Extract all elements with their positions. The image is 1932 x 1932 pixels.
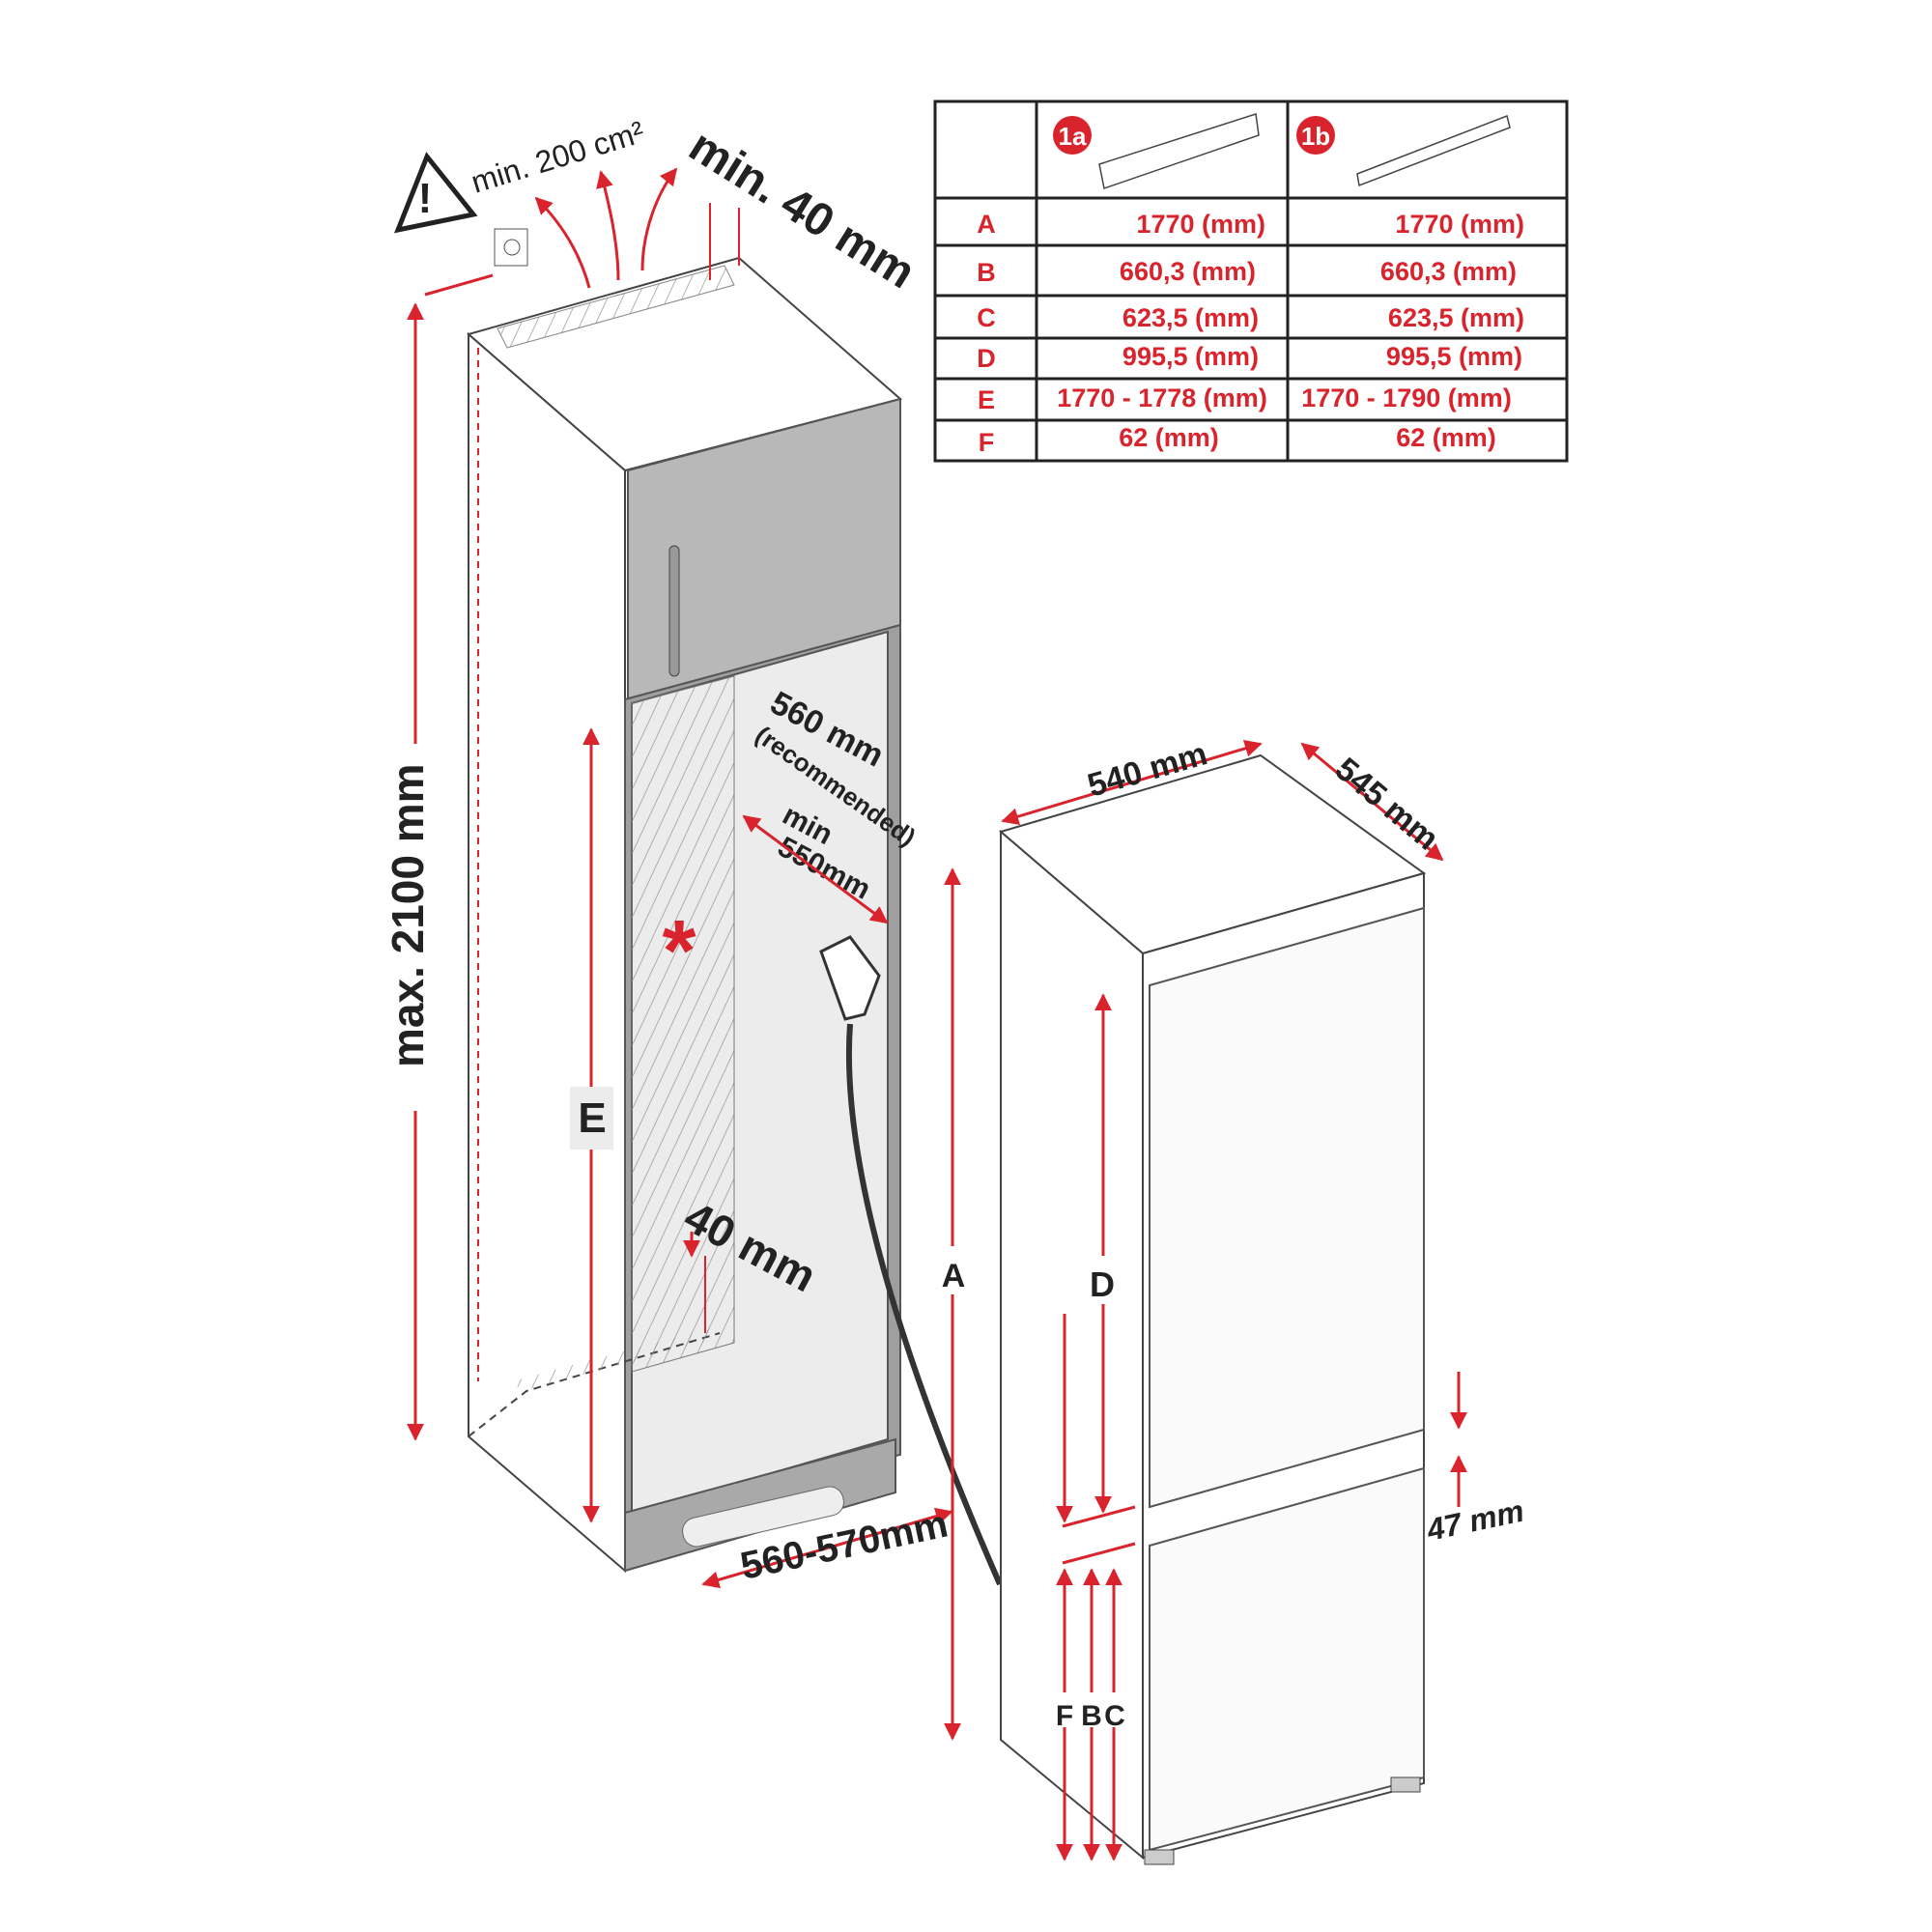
bottom-vent-slot (512, 1328, 720, 1391)
svg-text:C: C (977, 303, 996, 332)
svg-text:F: F (979, 428, 995, 457)
dimension-table: 1a 1b A 1770 (mm) 1770 (mm) B 660,3 (mm)… (933, 99, 1569, 463)
door-handle (668, 545, 680, 677)
top-vent-slot (497, 265, 735, 349)
svg-text:995,5 (mm): 995,5 (mm) (1386, 342, 1522, 371)
table-row: E 1770 - 1778 (mm) 1770 - 1790 (mm) (978, 384, 1512, 414)
niche-width-line (701, 1507, 953, 1589)
min-depth-line (742, 814, 889, 924)
table-row: D 995,5 (mm) 995,5 (mm) (977, 342, 1522, 373)
bracket-1b-icon (1356, 114, 1511, 187)
max-height-label: max. 2100 mm (383, 763, 433, 1067)
fridge-lower-door (1149, 1466, 1425, 1852)
niche-cabinet (466, 228, 1003, 1586)
fridge-foot (1144, 1849, 1175, 1865)
table-row: C 623,5 (mm) 623,5 (mm) (977, 303, 1524, 332)
airflow-arrow-2 (596, 170, 620, 281)
svg-text:995,5 (mm): 995,5 (mm) (1122, 342, 1259, 371)
c-label: C (1104, 1700, 1125, 1732)
fridge-upper-door (1149, 906, 1425, 1509)
plug-icon (819, 935, 881, 1021)
svg-text:B: B (977, 258, 996, 287)
airflow-arrow-1 (534, 196, 591, 289)
ventilation-callout: ! min. 200 cm² min. 40 mm (393, 114, 923, 298)
badge-1a-text: 1a (1059, 122, 1087, 151)
svg-text:D: D (977, 344, 996, 373)
bracket-1a-icon (1098, 113, 1260, 189)
table-row: F 62 (mm) 62 (mm) (979, 423, 1496, 457)
warning-icon (393, 152, 478, 234)
svg-text:1770 (mm): 1770 (mm) (1395, 210, 1524, 239)
table-row: A 1770 (mm) 1770 (mm) (977, 210, 1524, 239)
badge-1b (1296, 116, 1335, 155)
svg-text:623,5 (mm): 623,5 (mm) (1122, 303, 1259, 332)
b-label: B (1081, 1700, 1102, 1732)
width-line (1001, 740, 1263, 825)
svg-text:660,3 (mm): 660,3 (mm) (1380, 257, 1517, 286)
svg-text:E: E (978, 385, 995, 414)
airflow-arrow-3 (640, 167, 678, 271)
asterisk-mark: * (662, 903, 696, 1000)
svg-text:1770 - 1790 (mm): 1770 - 1790 (mm) (1301, 384, 1512, 412)
table-row: B 660,3 (mm) 660,3 (mm) (977, 257, 1517, 287)
svg-text:A: A (977, 210, 996, 239)
d-label: D (1090, 1264, 1115, 1304)
svg-text:1770 (mm): 1770 (mm) (1136, 210, 1265, 239)
gap-47-label: 47 mm (1423, 1493, 1527, 1548)
rear-hatch (631, 675, 735, 1373)
svg-text:1770 - 1778 (mm): 1770 - 1778 (mm) (1057, 384, 1267, 412)
svg-text:623,5 (mm): 623,5 (mm) (1388, 303, 1524, 332)
svg-text:!: ! (418, 175, 433, 222)
fridge-foot (1390, 1776, 1421, 1793)
svg-text:660,3 (mm): 660,3 (mm) (1120, 257, 1256, 286)
badge-1a (1053, 116, 1092, 155)
svg-text:62 (mm): 62 (mm) (1396, 423, 1496, 452)
wall-socket-icon (494, 228, 528, 267)
depth-line (1300, 742, 1444, 862)
a-label: A (942, 1258, 966, 1294)
ventilation-label: min. 200 cm² (468, 114, 649, 200)
f-label: F (1056, 1700, 1073, 1732)
badge-1b-text: 1b (1301, 122, 1330, 151)
svg-text:62 (mm): 62 (mm) (1119, 423, 1219, 452)
e-label: E (578, 1094, 606, 1142)
